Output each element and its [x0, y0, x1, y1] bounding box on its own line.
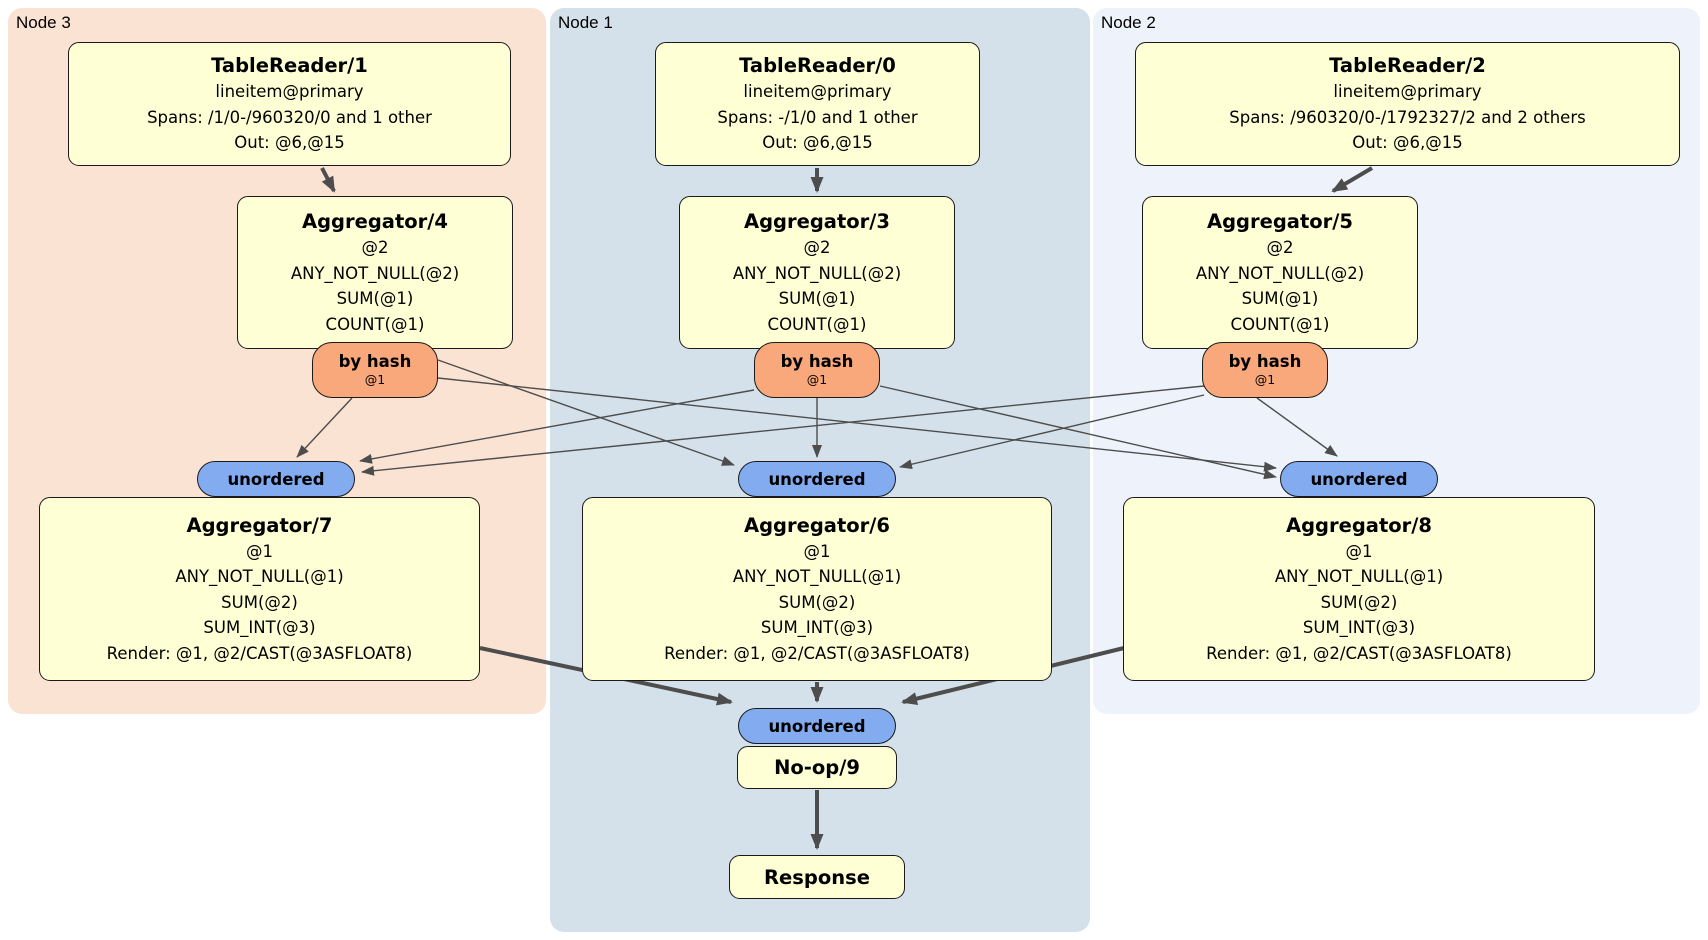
by-hash-router-5: by hash @1 [1202, 342, 1328, 398]
aggregator-3-title: Aggregator/3 [744, 210, 890, 233]
tablereader-0-out: Out: @6,@15 [762, 133, 873, 153]
tablereader-1-spans: Spans: /1/0-/960320/0 and 1 other [147, 107, 432, 127]
aggregator-3-line: ANY_NOT_NULL(@2) [732, 263, 902, 283]
unordered-label: unordered [227, 469, 325, 489]
aggregator-4-line: @2 [361, 238, 389, 257]
tablereader-0-title: TableReader/0 [739, 54, 896, 78]
aggregator-4-line: ANY_NOT_NULL(@2) [290, 263, 460, 283]
aggregator-6-line: ANY_NOT_NULL(@1) [732, 567, 902, 587]
node3-label: Node 3 [16, 13, 71, 32]
aggregator-7-line: SUM_INT(@3) [203, 618, 316, 638]
aggregator-8-node: Aggregator/8 @1 ANY_NOT_NULL(@1) SUM(@2)… [1123, 497, 1595, 681]
tablereader-2-out: Out: @6,@15 [1352, 133, 1463, 153]
unordered-label: unordered [1310, 469, 1408, 489]
tablereader-1-title: TableReader/1 [211, 54, 368, 78]
response-title: Response [764, 865, 870, 889]
aggregator-6-line: @1 [803, 541, 831, 561]
tablereader-1-out: Out: @6,@15 [234, 133, 345, 153]
tablereader-0-node: TableReader/0 lineitem@primary Spans: -/… [655, 42, 980, 166]
by-hash-router-3: by hash @1 [754, 342, 880, 398]
tablereader-2-index: lineitem@primary [1333, 82, 1482, 102]
aggregator-8-line: ANY_NOT_NULL(@1) [1274, 567, 1444, 587]
aggregator-4-title: Aggregator/4 [302, 210, 448, 233]
aggregator-4-node: Aggregator/4 @2 ANY_NOT_NULL(@2) SUM(@1)… [237, 196, 513, 349]
aggregator-5-line: ANY_NOT_NULL(@2) [1195, 263, 1365, 283]
unordered-label: unordered [768, 469, 866, 489]
response-node: Response [729, 855, 905, 899]
aggregator-3-line: COUNT(@1) [767, 314, 867, 334]
unordered-sync-7: unordered [197, 461, 355, 497]
aggregator-7-line: SUM(@2) [221, 592, 298, 612]
aggregator-8-line: @1 [1345, 541, 1373, 561]
aggregator-3-node: Aggregator/3 @2 ANY_NOT_NULL(@2) SUM(@1)… [679, 196, 955, 349]
aggregator-7-node: Aggregator/7 @1 ANY_NOT_NULL(@1) SUM(@2)… [39, 497, 480, 681]
aggregator-8-render: Render: @1, @2/CAST(@3ASFLOAT8) [1206, 643, 1512, 663]
aggregator-7-render: Render: @1, @2/CAST(@3ASFLOAT8) [106, 643, 413, 663]
by-hash-detail: @1 [364, 372, 386, 387]
aggregator-8-line: SUM_INT(@3) [1302, 618, 1416, 638]
tablereader-2-node: TableReader/2 lineitem@primary Spans: /9… [1135, 42, 1680, 166]
by-hash-label: by hash [338, 352, 412, 371]
tablereader-0-spans: Spans: -/1/0 and 1 other [717, 107, 918, 127]
aggregator-7-line: @1 [246, 541, 273, 561]
noop-node: No-op/9 [737, 746, 897, 789]
tablereader-2-title: TableReader/2 [1329, 54, 1486, 78]
aggregator-6-line: SUM(@2) [778, 592, 856, 612]
aggregator-5-node: Aggregator/5 @2 ANY_NOT_NULL(@2) SUM(@1)… [1142, 196, 1418, 349]
aggregator-5-line: COUNT(@1) [1230, 314, 1330, 334]
unordered-sync-8: unordered [1280, 461, 1438, 497]
by-hash-detail: @1 [806, 372, 828, 387]
unordered-sync-final: unordered [738, 708, 896, 744]
by-hash-detail: @1 [1254, 372, 1276, 387]
aggregator-6-render: Render: @1, @2/CAST(@3ASFLOAT8) [664, 643, 970, 663]
aggregator-7-line: ANY_NOT_NULL(@1) [175, 567, 344, 587]
aggregator-8-title: Aggregator/8 [1286, 513, 1432, 537]
node1-label: Node 1 [558, 13, 613, 32]
aggregator-6-line: SUM_INT(@3) [760, 618, 874, 638]
aggregator-5-title: Aggregator/5 [1207, 210, 1353, 233]
unordered-label: unordered [768, 716, 866, 736]
aggregator-3-line: SUM(@1) [778, 289, 856, 308]
aggregator-6-node: Aggregator/6 @1 ANY_NOT_NULL(@1) SUM(@2)… [582, 497, 1052, 681]
aggregator-8-line: SUM(@2) [1320, 592, 1398, 612]
aggregator-5-line: @2 [1266, 238, 1294, 257]
tablereader-2-spans: Spans: /960320/0-/1792327/2 and 2 others [1229, 107, 1586, 127]
aggregator-5-line: SUM(@1) [1241, 289, 1319, 308]
aggregator-3-line: @2 [803, 238, 831, 257]
noop-title: No-op/9 [774, 756, 860, 779]
aggregator-6-title: Aggregator/6 [744, 513, 890, 537]
unordered-sync-6: unordered [738, 461, 896, 497]
by-hash-label: by hash [780, 352, 854, 371]
tablereader-1-node: TableReader/1 lineitem@primary Spans: /1… [68, 42, 511, 166]
by-hash-label: by hash [1228, 352, 1302, 371]
aggregator-4-line: SUM(@1) [336, 289, 414, 308]
tablereader-0-index: lineitem@primary [743, 82, 892, 102]
aggregator-4-line: COUNT(@1) [325, 314, 425, 334]
node2-label: Node 2 [1101, 13, 1156, 32]
aggregator-7-title: Aggregator/7 [186, 513, 333, 537]
tablereader-1-index: lineitem@primary [215, 82, 364, 102]
by-hash-router-4: by hash @1 [312, 342, 438, 398]
